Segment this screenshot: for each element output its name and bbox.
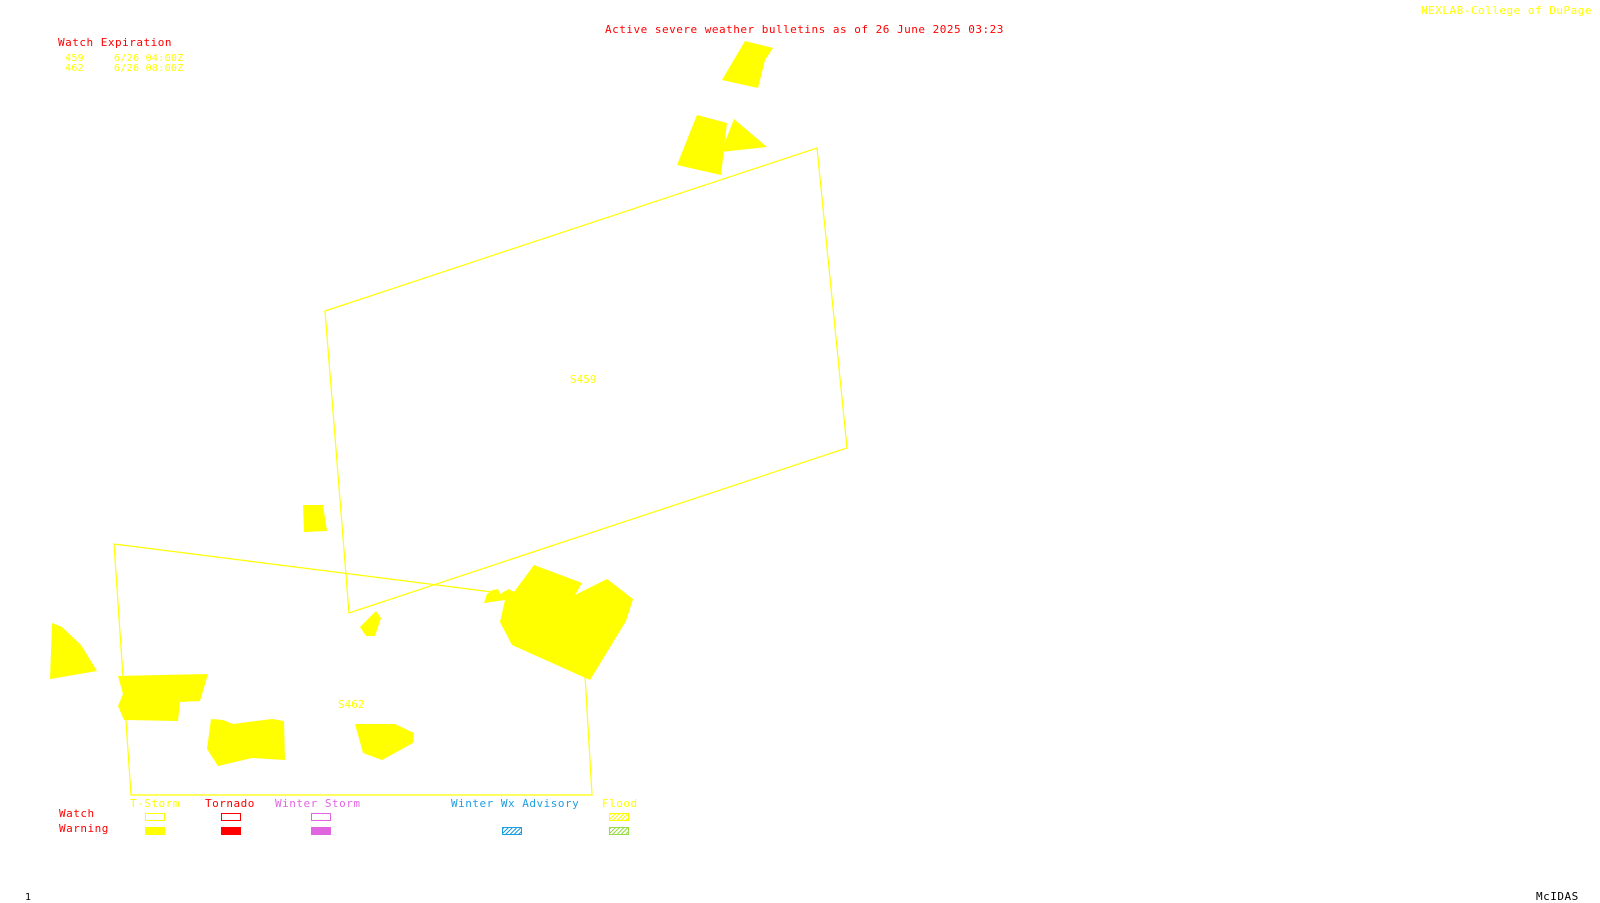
warning-polygon[interactable] [722,41,773,88]
warning-polygon[interactable] [355,724,414,760]
credit-text: NEXLAB-College of DuPage R [1421,4,1600,17]
warning-polygon[interactable] [303,505,327,532]
legend-label-winter-advisory: Winter Wx Advisory [451,797,580,810]
legend-label-flood: Flood [602,797,638,810]
legend-label-winter-storm: Winter Storm [275,797,361,810]
legend-swatch-tornado-warning [221,827,241,835]
legend-swatch-flood-warning [609,827,629,835]
warning-polygon[interactable] [207,719,285,766]
watch-expiration-time-459: 6/26 04:00Z [114,53,184,64]
legend-swatch-tstorm-watch [145,813,165,821]
watch-459-outline[interactable] [324,147,848,614]
bulletin-title: Active severe weather bulletins as of 26… [605,23,1004,36]
legend-label-tstorm: T-Storm [130,797,180,810]
legend-swatch-winter-storm-watch [311,813,331,821]
watch-expiration-id-462[interactable]: 462 [65,63,84,74]
legend-swatch-tstorm-warning [145,827,165,835]
legend-label-tornado: Tornado [205,797,255,810]
watch-462-outline[interactable] [113,543,593,796]
watch-expiration-heading: Watch Expiration [58,36,172,49]
legend-row-watch: Watch [59,807,95,820]
warning-polygon[interactable] [118,674,208,721]
software-label: McIDAS [1536,890,1579,903]
warning-polygon[interactable] [721,119,767,152]
warning-polygon[interactable] [360,611,381,636]
legend-row-warning: Warning [59,822,109,835]
frame-number: 1 [25,892,32,903]
watch-expiration-id-459[interactable]: 459 [65,53,84,64]
warning-polygon[interactable] [677,115,727,175]
legend-swatch-tornado-watch [221,813,241,821]
watch-expiration-time-462: 6/26 08:00Z [114,63,184,74]
legend-swatch-winter-advisory-warning [502,827,522,835]
warning-polygon[interactable] [50,623,97,679]
watch-label-s462: S462 [338,698,365,711]
warning-polygon[interactable] [484,565,633,680]
legend-swatch-winter-storm-warning [311,827,331,835]
legend-swatch-flood-watch [609,813,629,821]
watch-label-s459: S459 [570,373,597,386]
